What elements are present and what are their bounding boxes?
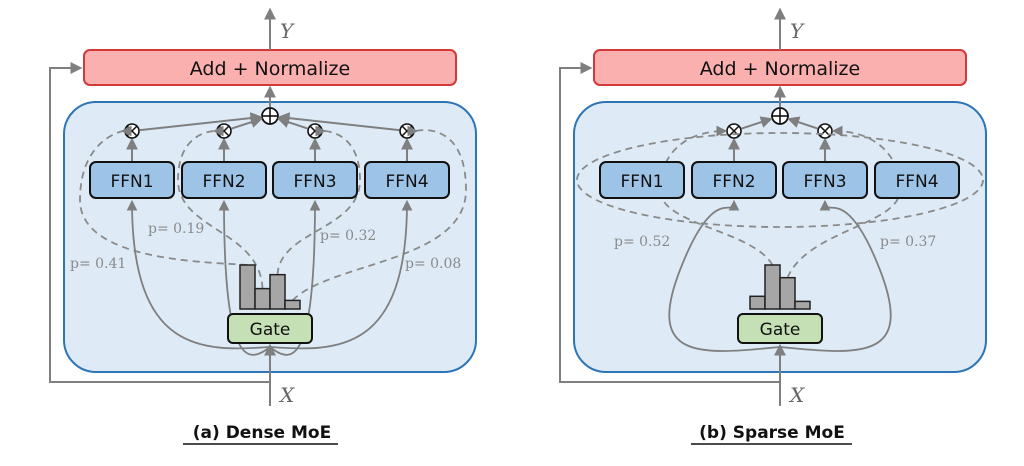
multiply-to-sum-arrow — [231, 116, 263, 130]
expert-label: FFN3 — [803, 172, 846, 192]
histogram-bar — [794, 300, 811, 310]
expert-pool-dashed-outline — [576, 132, 984, 228]
prob-label-ffn2: p= 0.19 — [148, 221, 204, 237]
prob-label-ffn1: p= 0.41 — [70, 256, 126, 272]
histogram-bar — [269, 273, 286, 310]
probability-weight-path — [659, 125, 774, 266]
multiply-to-sum-arrow — [787, 116, 818, 130]
prob-label-ffn4: p= 0.08 — [405, 256, 461, 272]
probability-weight-path — [79, 125, 248, 266]
multiply-node — [399, 123, 415, 139]
add-normalize-label: Add + Normalize — [190, 58, 350, 80]
histogram-bar — [764, 264, 781, 310]
input-var-x: X — [788, 383, 805, 407]
gate-probability-histogram — [239, 264, 301, 310]
prob-label-ffn3: p= 0.32 — [320, 228, 376, 244]
expert-label: FFN1 — [110, 172, 153, 192]
sparse-moe-panel: Add + Normalize Y FFN1 FFN2 FFN3 FFN4 p=… — [559, 7, 987, 445]
expert-ffn3: FFN3 — [782, 161, 868, 199]
gate-box — [737, 313, 823, 344]
expert-ffn4: FFN4 — [364, 161, 450, 199]
output-var-y: Y — [280, 19, 295, 43]
expert-ffn3: FFN3 — [272, 161, 358, 199]
histogram-bar — [779, 276, 796, 310]
expert-ffn4: FFN4 — [874, 161, 960, 199]
gate-label: Gate — [250, 320, 291, 340]
expert-label: FFN2 — [202, 172, 245, 192]
probability-weight-path — [177, 125, 264, 289]
routing-path — [269, 199, 413, 350]
expert-label: FFN4 — [385, 172, 428, 192]
expert-ffn2: FFN2 — [691, 161, 777, 199]
input-var-x: X — [278, 383, 295, 407]
prob-label-ffn3: p= 0.37 — [880, 234, 936, 250]
multiply-node — [216, 123, 232, 139]
routing-path — [668, 199, 781, 352]
probability-weight-path — [276, 125, 361, 275]
probability-weight-path — [786, 125, 901, 279]
multiply-node — [307, 123, 323, 139]
expert-ffn1: FFN1 — [599, 161, 685, 199]
multiply-to-sum-arrow — [277, 112, 400, 132]
histogram-bar — [284, 299, 301, 310]
panel-caption: (a) Dense MoE — [193, 423, 331, 443]
routing-path — [779, 199, 892, 352]
gate-label: Gate — [760, 320, 801, 340]
probability-weight-path — [291, 125, 467, 302]
add-normalize-label: Add + Normalize — [700, 58, 860, 80]
multiply-to-sum-arrow — [139, 112, 263, 132]
expert-ffn2: FFN2 — [181, 161, 267, 199]
multiply-to-sum-arrow — [741, 116, 773, 130]
multiply-node — [726, 123, 742, 139]
gate-probability-histogram — [749, 264, 811, 310]
expert-label: FFN2 — [712, 172, 755, 192]
panel-caption: (b) Sparse MoE — [699, 423, 845, 443]
histogram-bar — [254, 287, 271, 310]
multiply-node — [124, 123, 140, 139]
expert-label: FFN1 — [620, 172, 663, 192]
expert-label: FFN4 — [895, 172, 938, 192]
multiply-node — [817, 123, 833, 139]
prob-label-ffn2: p= 0.52 — [614, 234, 670, 250]
residual-connection-arrow — [559, 62, 780, 383]
routing-path — [126, 199, 271, 350]
gate-box — [227, 313, 313, 344]
dense-moe-panel: Add + Normalize Y FFN1 FFN2 FFN3 — [49, 7, 477, 445]
expert-ffn1: FFN1 — [89, 161, 175, 199]
residual-connection-arrow — [49, 62, 270, 383]
histogram-bar — [749, 295, 766, 310]
output-var-y: Y — [790, 19, 805, 43]
expert-label: FFN3 — [293, 172, 336, 192]
histogram-bar — [239, 264, 256, 310]
